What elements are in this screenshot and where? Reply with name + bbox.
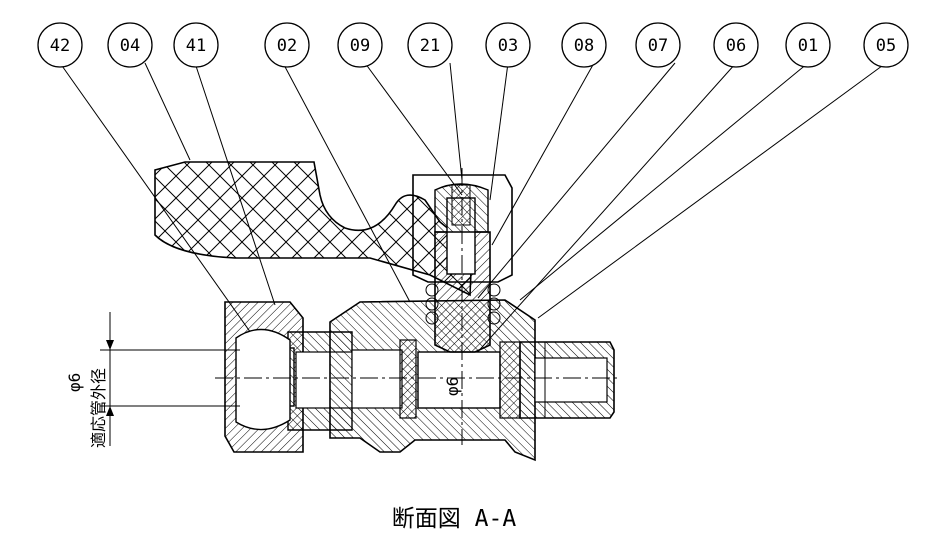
- handle: [154, 161, 473, 297]
- balloon-label: 07: [648, 36, 668, 56]
- balloon-group: 42 04 41 02 09 21 03 08 07 06 01 05: [37, 22, 909, 68]
- balloon: 04: [107, 22, 153, 68]
- balloon-label: 21: [420, 36, 440, 56]
- bore-diameter: φ6: [443, 377, 462, 396]
- spring-06: [425, 283, 501, 325]
- balloon-label: 01: [798, 36, 818, 56]
- ferrule-42: [235, 328, 291, 431]
- section-caption: 断面図 A-A: [392, 506, 517, 532]
- balloon: 06: [713, 22, 759, 68]
- balloon-label: 09: [350, 36, 370, 56]
- tube-od-label: 適応管外径: [89, 368, 108, 448]
- fitting-05: [519, 341, 615, 419]
- balloon-label: 42: [50, 36, 70, 56]
- leader-lines: [59, 62, 887, 356]
- balloon: 21: [407, 22, 453, 68]
- balloon: 07: [635, 22, 681, 68]
- balloon: 05: [863, 22, 909, 68]
- balloon: 02: [264, 22, 310, 68]
- balloon-label: 08: [574, 36, 594, 56]
- tube-od-value: φ6: [65, 373, 84, 392]
- balloon-label: 02: [277, 36, 297, 56]
- balloon-label: 04: [120, 36, 140, 56]
- balloon-label: 41: [186, 36, 206, 56]
- balloon: 41: [173, 22, 219, 68]
- balloon-label: 05: [876, 36, 896, 56]
- tube-od-dimension: φ6 適応管外径: [65, 312, 240, 448]
- balloon: 08: [561, 22, 607, 68]
- balloon-label: 06: [726, 36, 746, 56]
- balloon: 42: [37, 22, 83, 68]
- balloon: 09: [337, 22, 383, 68]
- centre-lines: [215, 168, 620, 445]
- balloon: 03: [485, 22, 531, 68]
- balloon: 01: [785, 22, 831, 68]
- balloon-label: 03: [498, 36, 518, 56]
